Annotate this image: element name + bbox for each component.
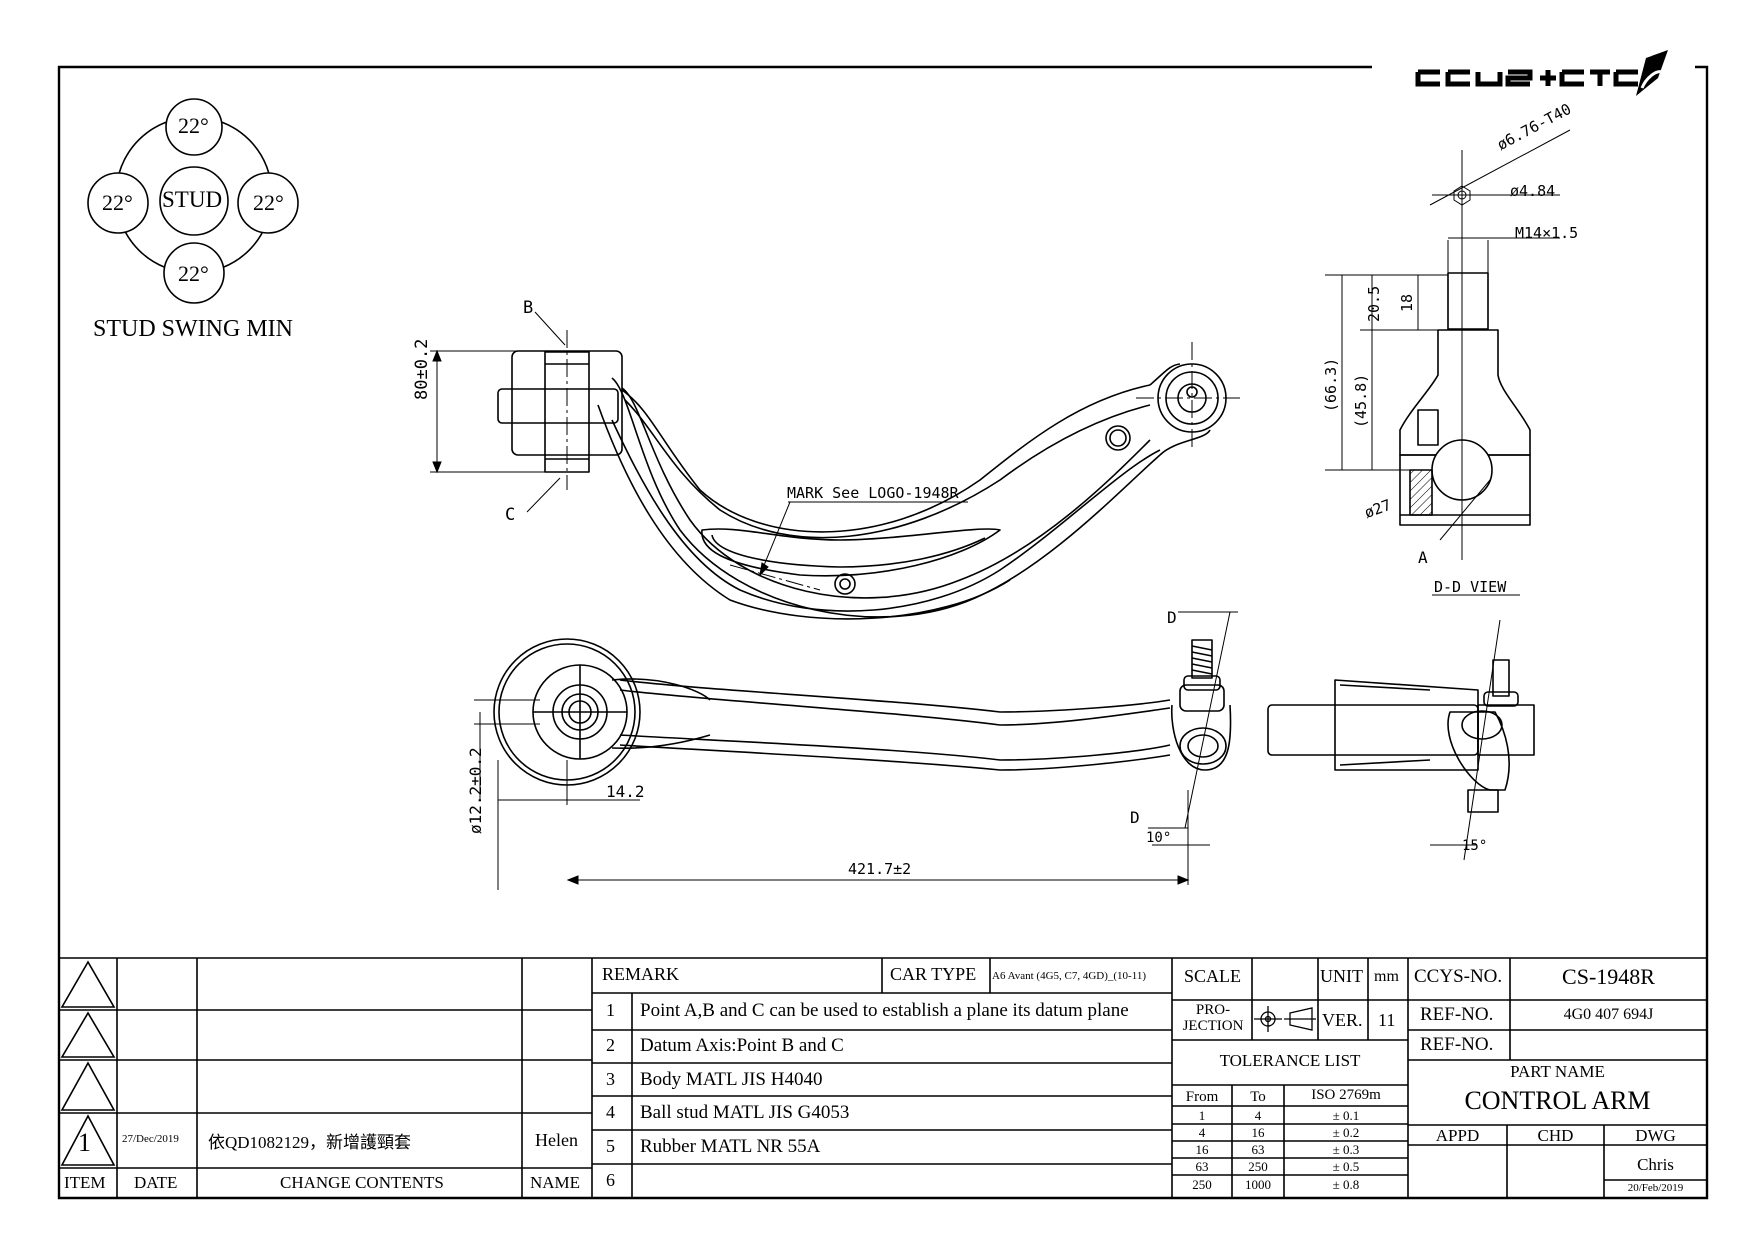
tolerance-cell: ± 0.5 — [1332, 1159, 1360, 1174]
tolerance-header: To — [1250, 1089, 1266, 1105]
tolerance-cell: 16 — [1195, 1142, 1209, 1157]
tolerance-cell: ± 0.1 — [1332, 1108, 1360, 1123]
tolerance-cell: ± 0.8 — [1332, 1177, 1360, 1192]
remark-text: Rubber MATL NR 55A — [640, 1136, 821, 1157]
tolerance-cell: ± 0.3 — [1332, 1142, 1360, 1157]
stud-swing-diagram — [87, 98, 299, 304]
header-contents: CHANGE CONTENTS — [280, 1173, 444, 1192]
mark-note: MARK See LOGO-1948R — [787, 484, 959, 502]
tolerance-cell: 250 — [1192, 1177, 1212, 1192]
tolerance-cell: ± 0.2 — [1332, 1125, 1360, 1140]
ver-label: VER. — [1322, 1010, 1363, 1030]
tolerance-cell: 63 — [1195, 1159, 1209, 1174]
dim-length-421: 421.7±2 — [848, 860, 912, 878]
projection-symbol — [1254, 1006, 1316, 1032]
car-type-value: A6 Avant (4G5, C7, 4GD)_(10-11) — [992, 970, 1146, 982]
chd-label: CHD — [1537, 1126, 1574, 1145]
swing-center: STUD — [162, 187, 223, 212]
dim-18: 18 — [1398, 293, 1416, 312]
svg-text:CCYS+CTC: CCYS+CTC — [1450, 99, 1455, 101]
tolerance-cell: 16 — [1251, 1125, 1265, 1140]
tolerance-header: From — [1185, 1089, 1219, 1105]
dim-thread: M14×1.5 — [1515, 224, 1579, 242]
label-c: C — [505, 505, 516, 525]
remark-no: 5 — [606, 1136, 615, 1156]
car-type-label: CAR TYPE — [890, 964, 977, 984]
label-b: B — [523, 298, 534, 318]
ref-no-label-2: REF-NO. — [1420, 1034, 1494, 1055]
remark-no: 1 — [606, 1000, 615, 1020]
tolerance-title: TOLERANCE LIST — [1219, 1051, 1361, 1070]
angle-15: 15° — [1462, 838, 1488, 854]
header-date: DATE — [134, 1173, 178, 1192]
tolerance-cell: 4 — [1198, 1125, 1206, 1140]
swing-top: 22° — [178, 113, 209, 138]
dim-14: 14.2 — [606, 782, 645, 801]
dwg-date: 20/Feb/2019 — [1627, 1182, 1684, 1194]
part-name-label: PART NAME — [1510, 1062, 1605, 1081]
unit-label: UNIT — [1320, 966, 1363, 986]
tolerance-cell: 1 — [1198, 1108, 1206, 1123]
remark-text: Datum Axis:Point B and C — [640, 1035, 844, 1056]
ref-no-label: REF-NO. — [1420, 1004, 1494, 1025]
remark-no: 6 — [606, 1170, 615, 1190]
tolerance-cell: 63 — [1251, 1142, 1265, 1157]
dim-45-8: (45.8) — [1352, 373, 1370, 428]
ccys-no-label: CCYS-NO. — [1414, 966, 1503, 987]
swing-caption: STUD SWING MIN — [93, 316, 293, 342]
dim-20-5: 20.5 — [1365, 285, 1383, 322]
dd-section-view — [1399, 272, 1531, 526]
appd-label: APPD — [1435, 1126, 1480, 1145]
angle-10: 10° — [1146, 830, 1172, 846]
unit-value: mm — [1374, 968, 1399, 985]
control-arm-end-view — [1267, 659, 1535, 813]
revision-item: 1 — [78, 1128, 91, 1157]
dd-view-label: D-D VIEW — [1434, 578, 1507, 596]
swing-left: 22° — [102, 190, 133, 215]
projection-label: PRO- JECTION — [1182, 1002, 1244, 1034]
swing-bottom: 22° — [178, 261, 209, 286]
remark-text: Point A,B and C can be used to establish… — [640, 1000, 1129, 1021]
tolerance-header: ISO 2769m — [1311, 1087, 1381, 1103]
control-arm-plan-view — [493, 638, 1232, 786]
scale-label: SCALE — [1184, 966, 1242, 986]
company-logo: CCYS+CTC — [1410, 48, 1670, 106]
remark-text: Ball stud MATL JIS G4053 — [640, 1102, 850, 1123]
remark-no: 3 — [606, 1069, 615, 1089]
dim-dia-12: ø12.2±0.2 — [466, 747, 485, 834]
ccys-no-value: CS-1948R — [1562, 964, 1655, 989]
dwg-label: DWG — [1635, 1126, 1676, 1145]
header-item: ITEM — [64, 1173, 106, 1192]
label-d-bottom: D — [1130, 808, 1140, 827]
dwg-name: Chris — [1637, 1155, 1674, 1174]
revision-name: Helen — [535, 1130, 578, 1150]
remark-no: 2 — [606, 1035, 615, 1055]
label-d-top: D — [1167, 608, 1177, 627]
ver-value: 11 — [1378, 1010, 1396, 1030]
dim-dia-4-84: ø4.84 — [1510, 182, 1556, 200]
tolerance-cell: 4 — [1254, 1108, 1262, 1123]
remark-label: REMARK — [602, 964, 680, 984]
dim-66-3: (66.3) — [1322, 357, 1340, 412]
remark-text: Body MATL JIS H4040 — [640, 1069, 823, 1090]
remark-no: 4 — [606, 1102, 615, 1122]
tolerance-cell: 1000 — [1245, 1177, 1271, 1192]
dim-height-80: 80±0.2 — [412, 338, 432, 400]
label-a: A — [1418, 548, 1428, 567]
revision-date: 27/Dec/2019 — [122, 1133, 179, 1145]
header-name: NAME — [530, 1173, 581, 1192]
swing-right: 22° — [253, 190, 284, 215]
revision-contents: 依QD1082129，新增護頸套 — [208, 1133, 412, 1152]
title-block-grid — [59, 957, 1707, 1198]
ref-no-value: 4G0 407 694J — [1563, 1006, 1654, 1023]
part-name-value: CONTROL ARM — [1464, 1086, 1651, 1115]
tolerance-cell: 250 — [1248, 1159, 1268, 1174]
